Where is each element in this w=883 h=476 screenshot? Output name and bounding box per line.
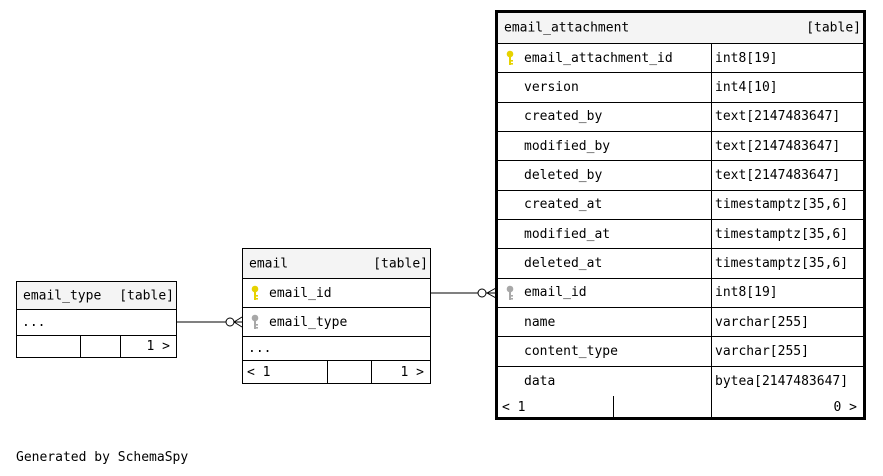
- column-type: timestamptz[35,6]: [711, 220, 863, 249]
- footer-parents: < 1: [247, 364, 271, 380]
- column-type: varchar[255]: [711, 308, 863, 337]
- foreign-key-icon: [251, 314, 259, 329]
- column-name: name: [524, 314, 556, 330]
- footer-parents: < 1: [502, 399, 526, 415]
- column-name: modified_by: [524, 138, 611, 154]
- generated-by-credit: Generated by SchemaSpy: [16, 450, 189, 465]
- column-type: bytea[2147483647]: [711, 366, 863, 397]
- table-header: email [table]: [243, 249, 430, 279]
- column-name-cell: content_type: [498, 337, 711, 365]
- column-type: int8[19]: [711, 278, 863, 308]
- table-kind: [table]: [373, 256, 428, 271]
- column-name-cell: deleted_by: [498, 161, 711, 189]
- column-row[interactable]: email_attachment_id int8[19]: [498, 44, 863, 74]
- foreign-key-icon: [506, 285, 514, 300]
- column-type: timestamptz[35,6]: [711, 190, 863, 220]
- footer-middle: [613, 396, 711, 419]
- column-name: deleted_by: [524, 168, 603, 184]
- footer-children: 1 >: [371, 361, 430, 383]
- column-name-cell: created_by: [498, 103, 711, 131]
- more-columns: ...: [248, 341, 272, 356]
- table-header: email_type [table]: [17, 282, 176, 310]
- column-name-cell: data: [498, 367, 711, 396]
- column-name-cell: modified_at: [498, 220, 711, 248]
- table-name: email_attachment: [504, 20, 630, 36]
- column-name-cell: created_at: [498, 191, 711, 219]
- column-name-cell: modified_by: [498, 132, 711, 160]
- column-name: created_at: [524, 197, 603, 213]
- footer-children: 0 >: [711, 396, 863, 419]
- footer-parents: [17, 336, 80, 357]
- column-row[interactable]: modified_at timestamptz[35,6]: [498, 220, 863, 250]
- column-row[interactable]: modified_by text[2147483647]: [498, 132, 863, 162]
- table-footer: < 1 0 >: [498, 396, 863, 419]
- column-type: timestamptz[35,6]: [711, 249, 863, 278]
- column-name: email_id: [269, 285, 332, 301]
- column-name-cell: name: [498, 308, 711, 336]
- footer-middle: [80, 336, 120, 357]
- column-row[interactable]: email_id int8[19]: [498, 278, 863, 309]
- table-kind: [table]: [806, 20, 861, 36]
- column-row[interactable]: version int4[10]: [498, 73, 863, 103]
- column-type: text[2147483647]: [711, 132, 863, 161]
- table-footer: 1 >: [17, 336, 176, 357]
- column-name-cell: email_id: [498, 279, 711, 307]
- column-name: data: [524, 373, 556, 389]
- column-type: varchar[255]: [711, 337, 863, 366]
- table-name: email_type: [23, 288, 102, 303]
- column-name: email_attachment_id: [524, 50, 673, 66]
- column-name: deleted_at: [524, 256, 603, 272]
- column-row[interactable]: email_id: [243, 279, 430, 308]
- column-row[interactable]: email_type: [243, 308, 430, 337]
- column-type: text[2147483647]: [711, 161, 863, 190]
- table-kind: [table]: [119, 288, 174, 303]
- column-type: int4[10]: [711, 73, 863, 102]
- column-name: created_by: [524, 109, 603, 125]
- column-row[interactable]: name varchar[255]: [498, 308, 863, 338]
- column-type: text[2147483647]: [711, 102, 863, 132]
- column-name: email_type: [269, 314, 348, 330]
- column-list: email_attachment_id int8[19] version int4[1…: [498, 44, 863, 397]
- edge-email-to-email_attachment: [431, 287, 497, 299]
- primary-key-icon: [506, 50, 514, 66]
- column-row[interactable]: deleted_by text[2147483647]: [498, 161, 863, 191]
- footer-middle: [327, 361, 371, 383]
- column-name: email_id: [524, 285, 587, 301]
- table-email_type[interactable]: email_type [table] ... 1 >: [16, 281, 177, 358]
- column-row[interactable]: data bytea[2147483647]: [498, 366, 863, 397]
- column-row[interactable]: deleted_at timestamptz[35,6]: [498, 249, 863, 279]
- placeholder-row: ...: [17, 310, 176, 336]
- column-name: content_type: [524, 344, 618, 360]
- footer-children: 1 >: [120, 336, 176, 357]
- table-email[interactable]: email [table] email_id email_type ...: [242, 248, 431, 384]
- column-name: modified_at: [524, 226, 611, 242]
- table-email_attachment[interactable]: email_attachment [table] email_attachmen…: [495, 10, 866, 420]
- table-name: email: [249, 256, 289, 271]
- table-footer: < 1 1 >: [243, 361, 430, 383]
- column-name-cell: email_attachment_id: [498, 44, 711, 72]
- column-name-cell: deleted_at: [498, 249, 711, 277]
- more-columns: ...: [22, 315, 46, 330]
- table-header: email_attachment [table]: [498, 13, 863, 44]
- column-name: version: [524, 80, 579, 96]
- column-row[interactable]: created_at timestamptz[35,6]: [498, 190, 863, 221]
- column-name-cell: version: [498, 73, 711, 101]
- placeholder-row: ...: [243, 337, 430, 361]
- column-row[interactable]: created_by text[2147483647]: [498, 102, 863, 133]
- primary-key-icon: [251, 285, 259, 300]
- column-type: int8[19]: [711, 44, 863, 73]
- column-row[interactable]: content_type varchar[255]: [498, 337, 863, 367]
- edge-email_type-to-email: [177, 316, 243, 328]
